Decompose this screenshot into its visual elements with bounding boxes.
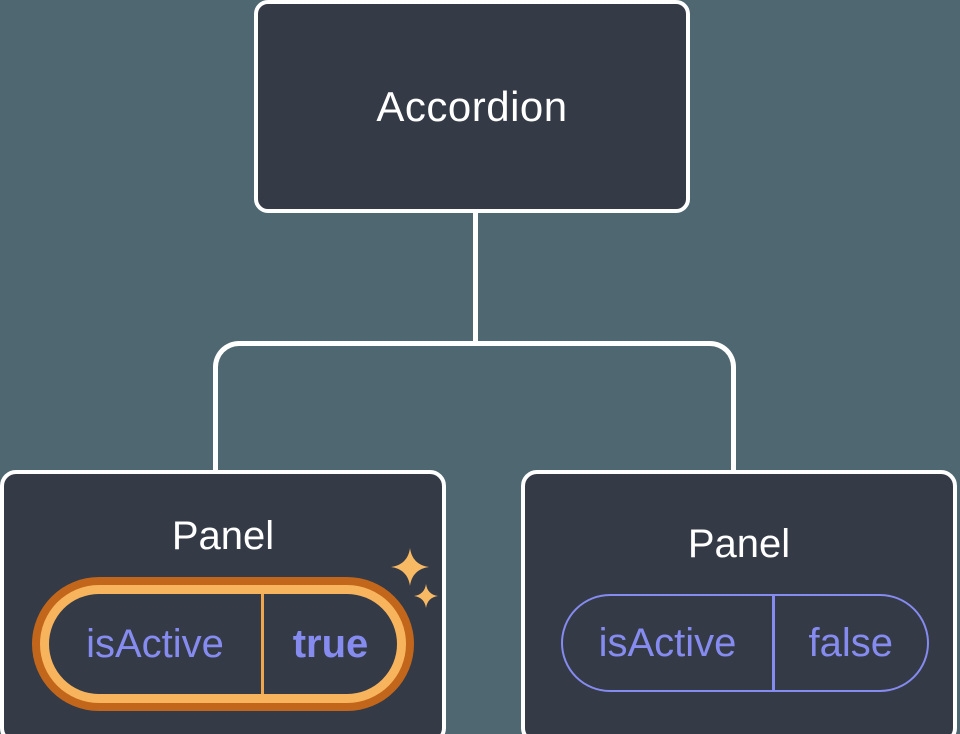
prop-pill-active: isActive true — [32, 577, 414, 711]
accordion-node-label: Accordion — [376, 82, 568, 130]
panel-node-active: Panel isActive true — [0, 470, 446, 734]
accordion-node: Accordion — [254, 0, 690, 213]
prop-pill-inactive: isActive false — [561, 594, 929, 692]
prop-pill-active-body: isActive true — [49, 594, 397, 694]
panel-title: Panel — [171, 514, 275, 558]
pill-divider — [261, 594, 264, 694]
prop-value-label: false — [808, 621, 894, 665]
prop-name-label: isActive — [86, 622, 224, 666]
prop-pill-active-ring: isActive true — [40, 585, 406, 703]
panel-title: Panel — [687, 522, 791, 566]
prop-value-label: true — [292, 622, 369, 666]
connector-root-stem — [473, 208, 478, 345]
prop-name-label: isActive — [598, 621, 737, 665]
connector-branch — [213, 341, 736, 473]
sparkle-small-icon — [414, 584, 438, 608]
panel-node-inactive: Panel isActive false — [521, 470, 957, 734]
pill-divider — [772, 596, 775, 690]
sparkles-icon — [391, 548, 438, 608]
sparkle-large-icon — [391, 548, 429, 586]
